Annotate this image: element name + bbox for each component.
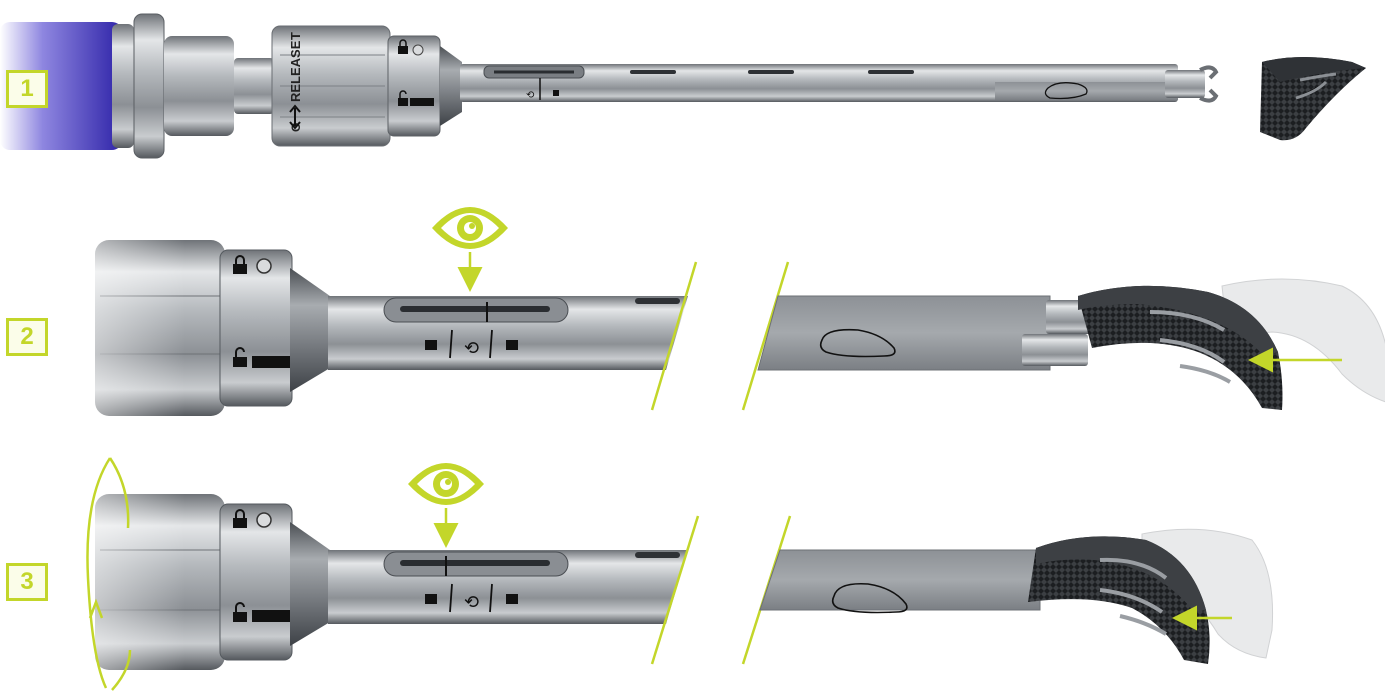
unlock-icon-small — [506, 594, 518, 604]
handle-flange — [112, 24, 134, 148]
shaft-slot — [635, 298, 680, 304]
implant — [1260, 57, 1366, 141]
lock-icon-small — [553, 90, 559, 96]
lock-icon — [233, 255, 247, 274]
unlock-icon-small — [506, 340, 518, 350]
implant-outline-mark — [1044, 82, 1088, 100]
screw-head — [412, 44, 424, 56]
unlock-icon — [233, 602, 290, 622]
release-label: RELEASE — [288, 40, 303, 102]
eye-icon — [432, 207, 508, 249]
blue-handle — [0, 22, 122, 150]
rotate-icon: ⟲ — [526, 90, 535, 101]
eye-icon — [408, 463, 484, 505]
step-2-detail: ⟲ — [0, 207, 1385, 426]
shaft-slot — [630, 70, 676, 74]
inserter-shaft-distal — [757, 295, 1051, 371]
step-3-detail: ⟲ — [0, 457, 1274, 691]
unlock-icon — [398, 90, 434, 106]
unlock-icon — [233, 347, 290, 368]
step-1-full-instrument: RELEASE T O ⟲ — [0, 13, 1366, 159]
release-knob: RELEASE T O — [271, 25, 391, 147]
lock-housing — [219, 503, 293, 661]
shaft-slot — [868, 70, 914, 74]
handle-neck — [234, 58, 274, 114]
inserter-shaft-distal — [759, 549, 1041, 611]
implant — [1028, 536, 1210, 664]
screw-head — [256, 258, 272, 274]
step-badge-3: 3 — [6, 563, 48, 601]
inserter-tip — [1165, 70, 1205, 98]
lock-icon-small — [425, 594, 437, 604]
handle-flange-outer — [133, 13, 165, 159]
handle-collar — [164, 36, 234, 136]
rotate-icon: ⟲ — [464, 338, 479, 359]
step-badge-2: 2 — [6, 318, 48, 356]
shaft-slot — [635, 552, 680, 558]
break-line-icon — [741, 261, 790, 411]
lock-icon — [398, 39, 408, 54]
release-label-top: T — [288, 32, 303, 40]
lock-icon-small — [425, 340, 437, 350]
handle-cone — [290, 522, 330, 646]
handle-cone — [290, 268, 330, 392]
implant — [1078, 285, 1283, 410]
rotate-icon: ⟲ — [464, 592, 479, 613]
rotation-arrow-icon — [86, 457, 132, 691]
implant-ghost — [1221, 278, 1385, 403]
shaft-slot — [748, 70, 794, 74]
handle-cone — [440, 46, 462, 126]
inserter-claw — [1199, 65, 1219, 103]
break-line-icon — [650, 261, 698, 411]
break-line-icon — [650, 515, 700, 665]
implant-outline-mark — [819, 328, 896, 358]
lock-icon — [233, 509, 247, 528]
step-badge-1: 1 — [6, 70, 48, 108]
implant-outline-mark — [831, 582, 908, 614]
double-arrow-icon — [289, 104, 301, 130]
screw-head — [256, 512, 272, 528]
lock-housing — [219, 249, 293, 407]
